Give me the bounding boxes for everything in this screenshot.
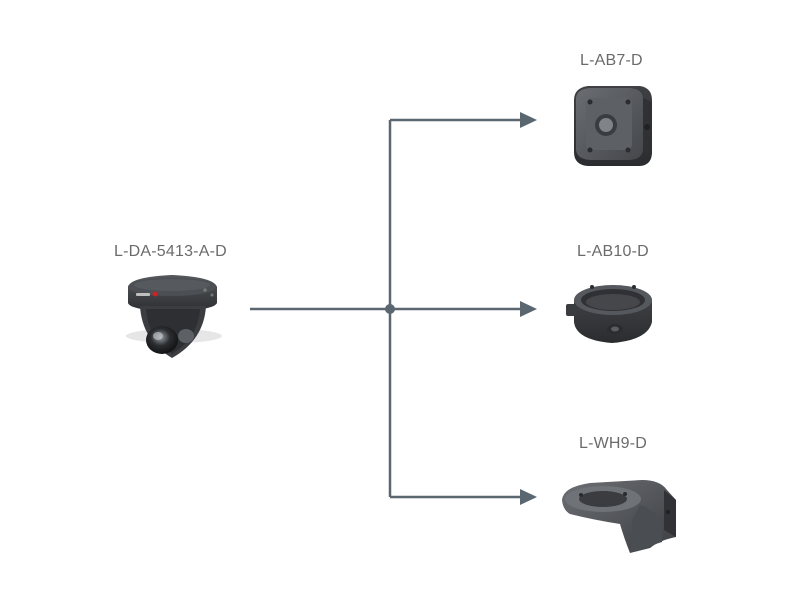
dome-camera-icon (126, 275, 222, 358)
arrow-bottom (520, 489, 537, 505)
arrowheads (520, 112, 537, 505)
accessory-label-ab10: L-AB10-D (577, 243, 649, 260)
arrow-middle (520, 301, 537, 317)
junction-box-icon (574, 86, 652, 166)
camera-model-label: L-DA-5413-A-D (114, 243, 227, 260)
arrow-top (520, 112, 537, 128)
accessory-label-wh9: L-WH9-D (579, 435, 648, 452)
wall-mount-bracket-icon (562, 480, 676, 553)
round-mount-box-icon (566, 285, 652, 343)
connector-junction-dot (385, 304, 395, 314)
accessory-label-ab7: L-AB7-D (580, 52, 643, 69)
